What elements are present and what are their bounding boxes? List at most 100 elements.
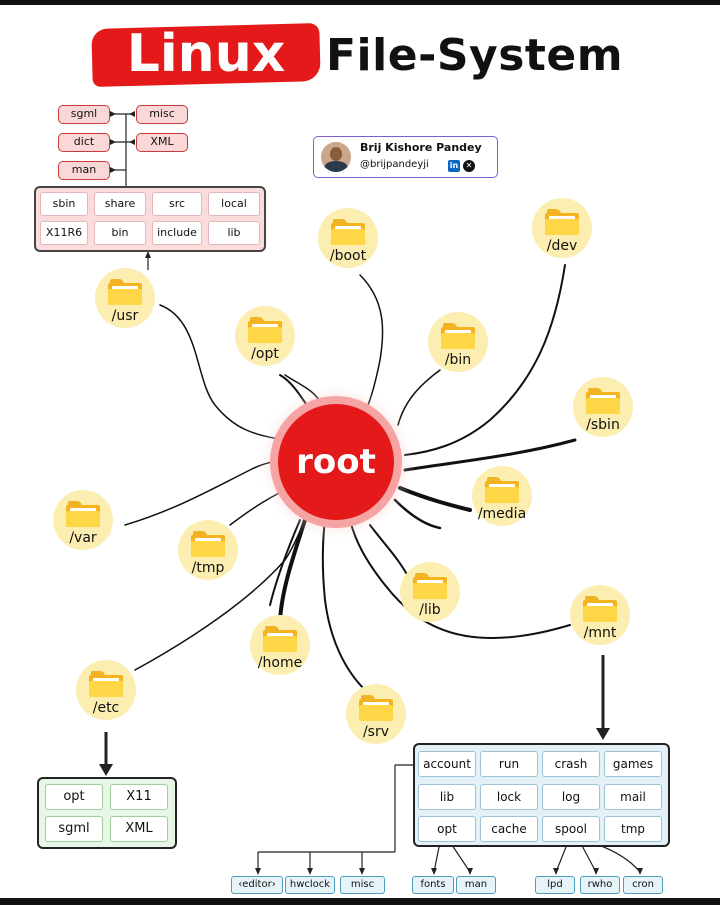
share-item-man: man [58, 161, 110, 180]
folder-icon [586, 388, 620, 414]
dir-label-mnt: /mnt [583, 625, 617, 641]
root-label: root [296, 442, 376, 482]
dir-node-tmp: /tmp [178, 520, 238, 580]
dir-label-usr: /usr [111, 308, 139, 324]
title-file-system: File-System [326, 30, 624, 81]
mnt-item-run: run [480, 751, 538, 777]
bottom-border [0, 898, 720, 905]
leaf-misc: misc [340, 876, 385, 894]
usr-item-x11r6: X11R6 [40, 221, 88, 245]
folder-icon [191, 531, 225, 557]
folder-icon [108, 279, 142, 305]
dir-node-etc: /etc [76, 660, 136, 720]
leaf-man: man [456, 876, 496, 894]
mnt-item-lib: lib [418, 784, 476, 810]
branch-home [278, 518, 307, 622]
top-border [0, 0, 720, 5]
branch-mnt [349, 519, 571, 639]
root-circle [278, 404, 394, 520]
dir-label-dev: /dev [546, 238, 578, 254]
mnt-item-cache: cache [480, 816, 538, 842]
mnt-item-spool: spool [542, 816, 600, 842]
linkedin-icon: in [448, 160, 460, 172]
dir-node-boot: /boot [318, 208, 378, 268]
folder-icon [485, 477, 519, 503]
branch-usr [159, 304, 286, 441]
dir-node-sbin: /sbin [573, 377, 633, 437]
leaf-editor: ‹editor› [231, 876, 283, 894]
dir-label-media: /media [477, 506, 527, 522]
branch-bin [397, 369, 441, 426]
dir-label-etc: /etc [92, 700, 120, 716]
branch-etc [134, 519, 306, 671]
leaf-hwclock: hwclock [285, 876, 335, 894]
dir-label-bin: /bin [444, 352, 472, 368]
dir-label-var: /var [69, 530, 97, 546]
leaf-rwho: rwho [580, 876, 620, 894]
dir-node-media: /media [472, 466, 532, 526]
mnt-item-crash: crash [542, 751, 600, 777]
folder-icon [441, 323, 475, 349]
mnt-item-log: log [542, 784, 600, 810]
avatar [321, 142, 351, 172]
usr-item-local: local [208, 192, 260, 216]
branch-dev [404, 264, 566, 456]
dir-label-boot: /boot [329, 248, 367, 264]
dir-node-lib: /lib [400, 562, 460, 622]
mnt-item-lock: lock [480, 784, 538, 810]
mnt-item-account: account [418, 751, 476, 777]
author-name: Brij Kishore Pandey [360, 141, 482, 154]
dir-node-opt: /opt [235, 306, 295, 366]
etc-item-x11: X11 [110, 784, 168, 810]
author-card: Brij Kishore Pandey @brijpandeyji in ✕ [313, 136, 498, 178]
folder-icon [331, 219, 365, 245]
dir-label-tmp: /tmp [191, 560, 225, 576]
dir-node-srv: /srv [346, 684, 406, 744]
usr-item-share: share [94, 192, 146, 216]
leaf-fonts: fonts [412, 876, 454, 894]
branch-boot [359, 274, 384, 406]
leaf-cron: cron [623, 876, 663, 894]
dir-node-var: /var [53, 490, 113, 550]
folder-icon [89, 671, 123, 697]
share-item-xml: XML [136, 133, 188, 152]
dir-label-srv: /srv [362, 724, 390, 740]
usr-item-lib: lib [208, 221, 260, 245]
leaf-lpd: lpd [535, 876, 575, 894]
mnt-item-opt: opt [418, 816, 476, 842]
dir-label-home: /home [257, 655, 303, 671]
dir-node-dev: /dev [532, 198, 592, 258]
folder-icon [248, 317, 282, 343]
folder-icon [545, 209, 579, 235]
dir-label-sbin: /sbin [586, 417, 620, 433]
folder-icon [413, 573, 447, 599]
folder-icon [66, 501, 100, 527]
share-item-misc: misc [136, 105, 188, 124]
etc-item-opt: opt [45, 784, 103, 810]
dir-node-home: /home [250, 615, 310, 675]
branch-sbin [403, 438, 577, 472]
mnt-item-tmp: tmp [604, 816, 662, 842]
branch-srv [321, 519, 366, 691]
dir-node-usr: /usr [95, 268, 155, 328]
etc-item-xml: XML [110, 816, 168, 842]
usr-item-include: include [152, 221, 202, 245]
usr-item-bin: bin [94, 221, 146, 245]
folder-icon [359, 695, 393, 721]
author-handle: @brijpandeyji [360, 159, 429, 170]
title-linux: Linux [126, 24, 286, 84]
branch-media [398, 486, 472, 512]
dir-label-opt: /opt [251, 346, 279, 362]
dir-label-lib: /lib [419, 602, 441, 618]
dir-node-mnt: /mnt [570, 585, 630, 645]
etc-item-sgml: sgml [45, 816, 103, 842]
dir-node-bin: /bin [428, 312, 488, 372]
mnt-item-mail: mail [604, 784, 662, 810]
share-item-sgml: sgml [58, 105, 110, 124]
folder-icon [263, 626, 297, 652]
mnt-item-games: games [604, 751, 662, 777]
share-item-dict: dict [58, 133, 110, 152]
folder-icon [583, 596, 617, 622]
usr-item-src: src [152, 192, 202, 216]
